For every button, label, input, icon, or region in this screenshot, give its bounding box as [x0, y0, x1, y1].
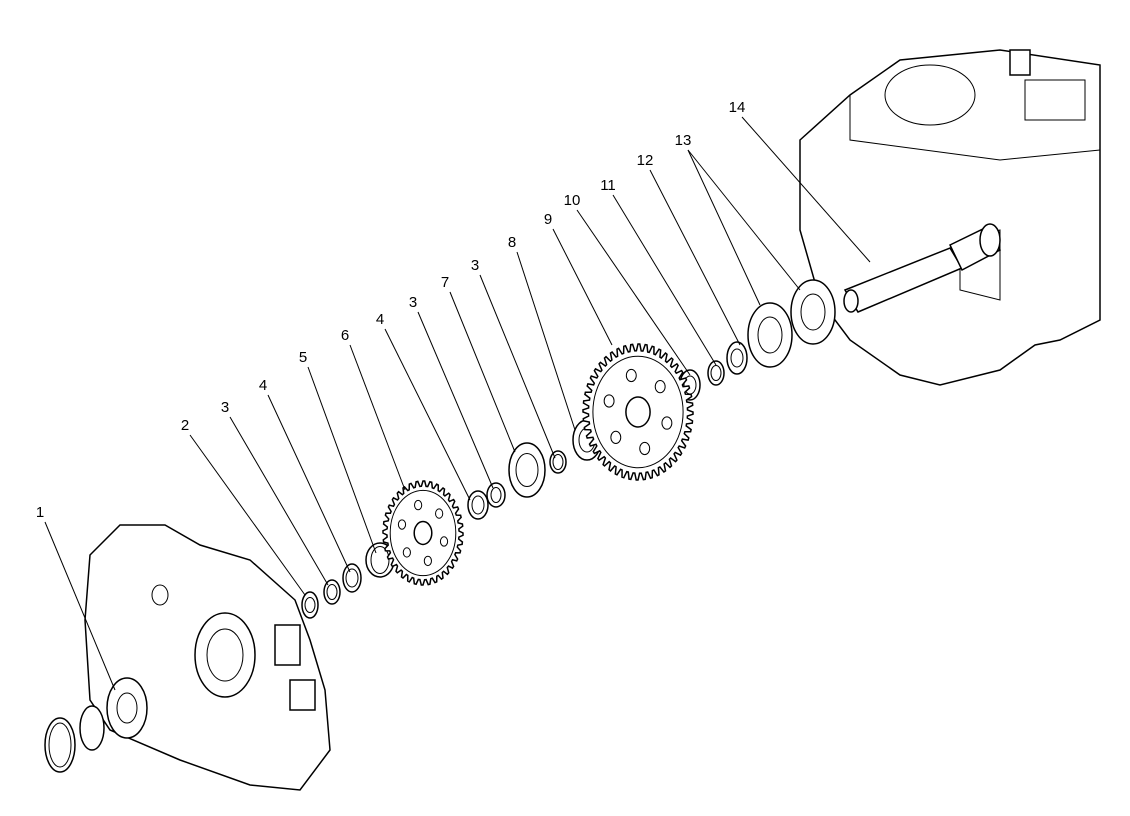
callout-2: 2 [181, 417, 306, 596]
callout-number: 10 [564, 192, 581, 209]
leader-line [516, 251, 576, 431]
callout-14: 14 [729, 99, 871, 263]
leader-line [349, 344, 406, 491]
leader-line [449, 291, 516, 453]
leader-line [307, 366, 377, 554]
leader-line [612, 194, 717, 366]
callout-3: 3 [221, 399, 329, 586]
callout-number: 14 [729, 99, 746, 116]
callout-number: 8 [508, 234, 516, 251]
gear-6 [382, 480, 464, 586]
leader-line [741, 116, 871, 263]
callout-number: 4 [376, 311, 384, 328]
leader-line [552, 228, 613, 346]
leader-line [649, 169, 741, 346]
bearing-13 [747, 302, 793, 368]
callout-number: 7 [441, 274, 449, 291]
callout-number: 9 [544, 211, 552, 228]
snap-ring-11 [707, 360, 725, 386]
callout-4: 4 [376, 311, 471, 501]
callout-4: 4 [259, 377, 351, 573]
callout-number: 6 [341, 327, 349, 344]
spacer-12 [726, 341, 748, 375]
callout-5: 5 [299, 349, 377, 554]
callout-12: 12 [637, 152, 741, 346]
snap-ring-3 [323, 579, 341, 605]
spacer-4 [467, 490, 489, 520]
bearing-1 [106, 677, 148, 739]
thrust-washer [79, 705, 105, 751]
callout-number: 3 [221, 399, 229, 416]
bearing-13 [790, 279, 836, 345]
callout-9: 9 [544, 211, 613, 346]
callout-3: 3 [409, 294, 494, 489]
leader-line [267, 394, 351, 573]
bearing-7 [508, 442, 546, 498]
leader-line [417, 311, 494, 489]
end-cover [84, 524, 331, 791]
snap-ring-3 [549, 450, 567, 474]
spacer-4 [342, 563, 362, 593]
snap-ring-3 [486, 482, 506, 508]
transmission-housing [799, 49, 1101, 386]
leader-line [687, 149, 801, 291]
output-shaft [843, 223, 1002, 313]
thrust-washer-2 [301, 591, 319, 619]
callout-number: 1 [36, 504, 44, 521]
callout-13: 13 [675, 132, 801, 306]
callout-number: 3 [409, 294, 417, 311]
callout-number: 5 [299, 349, 307, 366]
leader-line [189, 434, 306, 596]
callout-number: 12 [637, 152, 654, 169]
leader-line [44, 521, 116, 691]
callout-1: 1 [36, 504, 116, 691]
callout-8: 8 [508, 234, 576, 431]
callout-11: 11 [600, 177, 717, 366]
callout-7: 7 [441, 274, 516, 453]
callout-6: 6 [341, 327, 406, 491]
retaining-ring [44, 717, 76, 773]
leader-line [687, 149, 761, 306]
callout-number: 13 [675, 132, 692, 149]
callout-number: 4 [259, 377, 267, 394]
callout-3: 3 [471, 257, 556, 459]
leader-line [384, 328, 471, 501]
leader-line [479, 274, 556, 459]
callout-number: 2 [181, 417, 189, 434]
gear-9 [582, 343, 694, 481]
callout-number: 3 [471, 257, 479, 274]
callout-number: 11 [600, 177, 616, 194]
leader-line [576, 209, 691, 376]
leader-line [229, 416, 329, 586]
callout-10: 10 [564, 192, 691, 376]
